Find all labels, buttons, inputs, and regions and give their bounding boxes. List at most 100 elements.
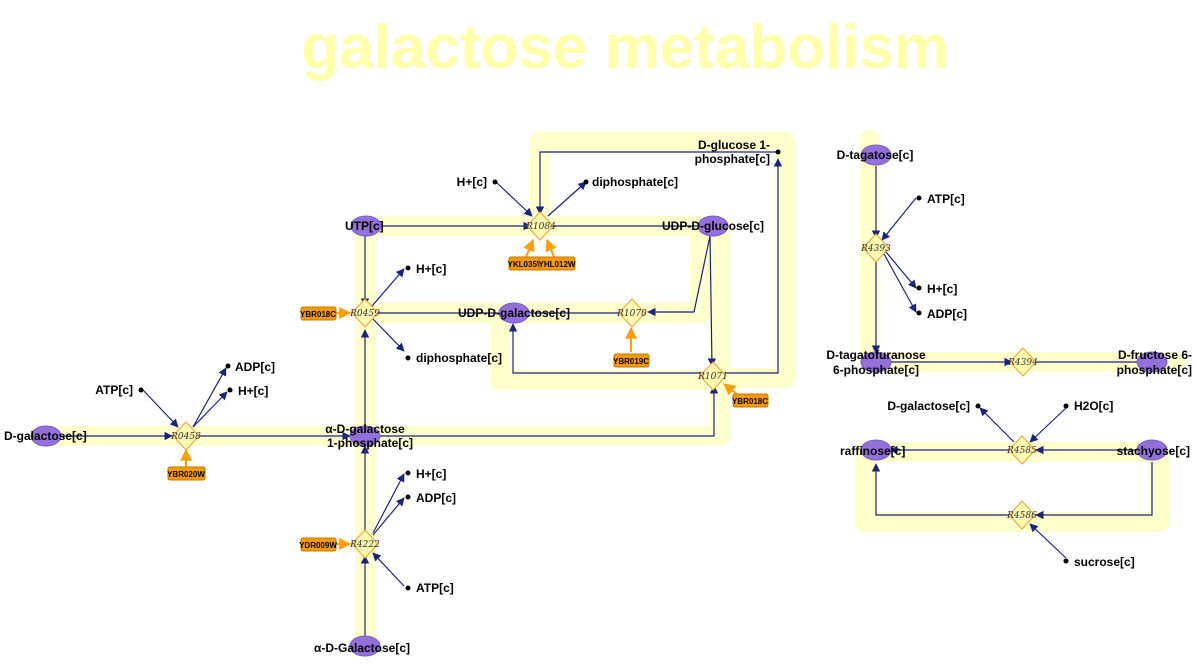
dot-diphosphate-r0459 [405,355,411,361]
label-utp: UTP[c] [345,219,384,233]
dot-h-r4222 [405,470,411,476]
metabolite-udp-glucose[interactable] [697,215,729,237]
label-adp-r4393: ADP[c] [927,307,967,321]
gene-yhl012w[interactable]: YHL012W [538,256,576,271]
label-h2o: H2O[c] [1074,399,1113,413]
label-fructose-6-phosphate-line1: D-fructose 6- [1118,348,1192,362]
dot-atp-r0458 [138,387,144,393]
svg-text:YBR019C: YBR019C [613,357,649,366]
label-adp-r0458: ADP[c] [235,360,275,374]
label-glucose-1-phosphate-line1: D-glucose 1- [698,138,770,152]
gene-ybr020w[interactable]: YBR020W [167,466,206,481]
label-adp-r4222: ADP[c] [416,491,456,505]
svg-text:R4394: R4394 [1007,358,1038,368]
label-atp-r4222: ATP[c] [416,581,454,595]
svg-text:YHL012W: YHL012W [539,260,576,269]
svg-text:YBR018C: YBR018C [300,310,336,319]
label-h-r4393: H+[c] [927,282,957,296]
label-udp-galactose: UDP-D-galactose[c] [458,306,570,320]
metabolite-tagatofuranose-6-phosphate[interactable] [860,351,892,373]
label-h-r4222: H+[c] [416,467,446,481]
metabolite-d-tagatose[interactable] [860,144,892,166]
label-stachyose: stachyose[c] [1117,444,1190,458]
dot-atp-r4393 [916,195,922,201]
reaction-r1071[interactable]: R1071 [697,361,728,391]
reaction-r4585[interactable]: R4585 [1006,435,1037,465]
reaction-r4222[interactable]: R4222 [349,529,380,559]
reaction-r4394[interactable]: R4394 [1007,347,1038,377]
dot-adp-r4393 [916,310,922,316]
svg-text:YDR009W: YDR009W [299,541,337,550]
dot-adp-r4222 [405,494,411,500]
gene-ybr018c-r1071[interactable]: YBR018C [732,393,769,408]
metabolite-nodes [30,144,1168,657]
svg-text:R0458: R0458 [170,432,201,442]
gene-nodes: YKL035W YHL012W YBR018C YBR019C YBR018C … [167,256,769,552]
reaction-r4393[interactable]: R4393 [860,233,891,263]
reaction-r4586[interactable]: R4586 [1006,500,1037,530]
metabolite-fructose-6-phosphate[interactable] [1136,351,1168,373]
metabolite-alpha-d-galactose[interactable] [349,635,381,657]
dot-h-r0459 [405,265,411,271]
label-d-galactose: D-galactose[c] [4,429,87,443]
label-h-r0459: H+[c] [416,262,446,276]
dot-h2o [1063,403,1069,409]
svg-text:R1071: R1071 [697,372,728,382]
svg-text:R1070: R1070 [616,309,647,319]
gene-ydr009w[interactable]: YDR009W [299,537,337,552]
dot-h-r0458 [227,387,233,393]
diagram-title: galactose metabolism [301,13,949,82]
dot-atp-r4222 [405,585,411,591]
svg-text:R4393: R4393 [860,244,891,254]
gene-ybr019c[interactable]: YBR019C [613,353,650,368]
svg-text:YBR018C: YBR018C [732,397,768,406]
label-d-galactose-r4585: D-galactose[c] [887,399,970,413]
gene-edges [180,238,739,550]
reaction-edges [62,151,1153,636]
metabolite-udp-galactose[interactable] [498,302,530,324]
svg-text:R4585: R4585 [1006,446,1037,456]
label-d-tagatose: D-tagatose[c] [837,148,914,162]
label-atp-r0458: ATP[c] [95,383,133,397]
label-tagatofuranose-line2: 6-phosphate[c] [833,363,919,377]
dot-adp-r0458 [225,363,231,369]
dot-h-r4393 [916,285,922,291]
label-glucose-1-phosphate-line2: phosphate[c] [695,152,770,166]
metabolite-labels: D-glucose 1- phosphate[c] H+[c] diphosph… [4,138,1192,655]
reaction-r0458[interactable]: R0458 [170,421,201,451]
label-udp-glucose: UDP-D-glucose[c] [662,219,764,233]
metabolite-utp[interactable] [350,215,382,237]
label-diphosphate-r1084: diphosphate[c] [592,175,678,189]
label-h-r1084: H+[c] [457,175,487,189]
label-raffinose: raffinose[c] [840,444,905,458]
label-fructose-6-phosphate-line2: phosphate[c] [1117,363,1192,377]
metabolite-galactose-1-phosphate[interactable] [349,425,381,447]
label-alpha-d-galactose: α-D-Galactose[c] [314,641,410,655]
dot-glucose-1-phosphate [775,149,781,155]
svg-text:R1084: R1084 [525,222,556,232]
reaction-nodes: R1084 R0459 R1070 R1071 R0458 R4222 R439… [170,211,1038,559]
metabolite-raffinose[interactable] [860,439,892,461]
label-galactose-1-phosphate-line2: 1-phosphate[c] [327,436,413,450]
svg-text:YBR020W: YBR020W [167,470,205,479]
gene-ykl035w[interactable]: YKL035W [508,256,545,271]
label-h-r0458: H+[c] [238,384,268,398]
dot-diphosphate-r1084 [583,179,589,185]
dot-sucrose [1063,558,1069,564]
label-atp-r4393: ATP[c] [927,192,965,206]
svg-text:R0459: R0459 [349,309,380,319]
dot-d-galactose-r4585 [975,403,981,409]
reaction-r1084[interactable]: R1084 [525,211,556,241]
pathway-highlight-bands [30,130,1185,658]
metabolite-stachyose[interactable] [1136,439,1168,461]
reaction-r0459[interactable]: R0459 [349,298,380,328]
svg-text:YKL035W: YKL035W [508,260,545,269]
reaction-r1070[interactable]: R1070 [616,298,647,328]
label-tagatofuranose-line1: D-tagatofuranose [826,348,926,362]
dot-h-r1084 [492,179,498,185]
svg-text:R4586: R4586 [1006,511,1037,521]
gene-ybr018c-r0459[interactable]: YBR018C [300,306,337,321]
metabolite-d-galactose[interactable] [30,425,62,447]
label-galactose-1-phosphate-line1: α-D-galactose [325,422,405,436]
